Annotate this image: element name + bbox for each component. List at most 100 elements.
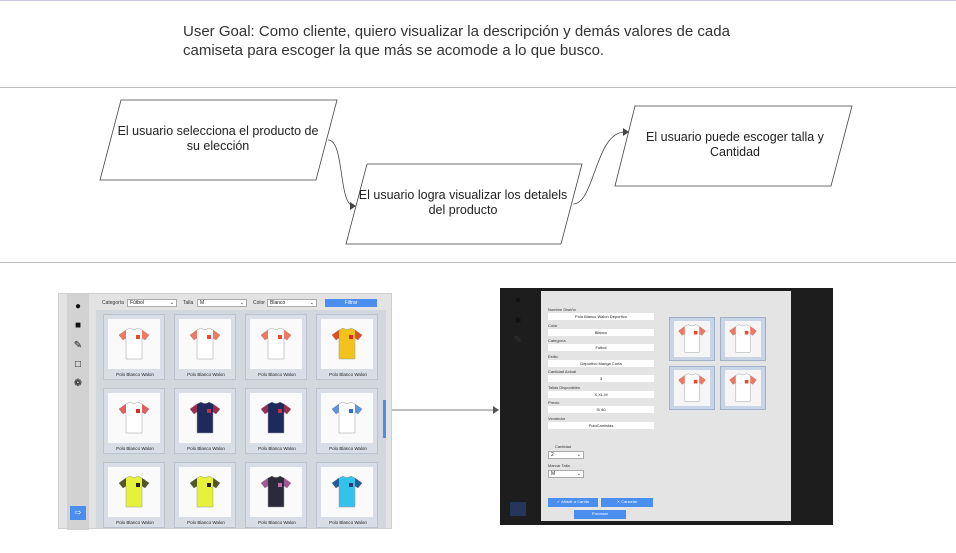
product-name: Polo Blanco Walon [329,520,367,525]
field-value: 3 [548,375,654,382]
product-card[interactable]: Polo Blanco Walon [245,462,307,528]
thumbnail-3[interactable] [669,366,715,410]
mockup-arrow [392,406,499,414]
jersey-icon [260,327,292,360]
product-image[interactable] [321,319,373,369]
shirt-icon[interactable]: ■ [74,320,82,331]
logout-icon[interactable]: ⇨ [70,506,86,520]
connector-2 [572,131,626,205]
field-value: Polo Blanco Walon Deportivo [548,313,654,320]
product-name: Polo Blanco Walon [258,520,296,525]
step2-text: El usuario logra visualizar los detalels… [358,188,568,217]
thumbnail-4[interactable] [720,366,766,410]
field-label: Precio [548,400,560,405]
cancel-button[interactable]: ✕ Cancelar [601,498,653,507]
product-image[interactable] [179,467,231,517]
product-card[interactable]: Polo Blanco Walon [174,462,236,528]
field-label: Cantidad Actual [548,369,577,374]
product-image[interactable] [108,393,160,443]
size-mark-label: Marcar Talla [548,463,570,468]
user-goal-line1: User Goal: Como cliente, quiero visualiz… [183,23,730,40]
field-label: Color [548,322,558,328]
field-value: Blanco [548,328,654,336]
product-name: Polo Blanco Walon [329,372,367,377]
category-select[interactable]: Fútbol⌄ [127,299,177,307]
field-label: Nombre Diseño [548,307,576,312]
step1-text: El usuario selecciona el producto de su … [117,124,319,153]
cart-icon[interactable]: □ [74,359,82,370]
filter-button[interactable]: Filtrar [325,299,377,307]
product-image[interactable] [108,319,160,369]
connector-1 [327,139,355,207]
product-image[interactable] [250,319,302,369]
top-border [0,0,956,1]
jersey-icon [260,475,292,508]
add-cart-button[interactable]: ✓ Añadir a Carrito [548,498,598,507]
product-card[interactable]: Polo Blanco Walon [174,314,236,380]
product-card[interactable]: Polo Blanco Walon [316,314,378,380]
quantity-select[interactable]: 2⌄ [548,451,584,459]
size-label: Talla [183,300,194,306]
product-image[interactable] [250,393,302,443]
product-image[interactable] [321,467,373,517]
palette-icon[interactable]: ❁ [73,378,83,389]
product-card[interactable]: Polo Blanco Walon [316,388,378,454]
jersey-icon [189,475,221,508]
product-image[interactable] [321,393,373,443]
product-name: Polo Blanco Walon [329,446,367,451]
field-value: X,XL,M [548,390,654,398]
jersey-icon [729,324,757,353]
jersey-icon [118,327,150,360]
jersey-icon [331,401,363,434]
product-card[interactable]: Polo Blanco Walon [245,388,307,454]
product-image[interactable] [179,319,231,369]
step2-shape [345,163,583,245]
product-card[interactable]: Polo Blanco Walon [174,388,236,454]
edit-icon[interactable]: ✎ [73,340,83,351]
jersey-icon [331,475,363,508]
shirt-icon[interactable]: ■ [514,315,522,326]
divider-bottom [0,262,956,263]
product-image[interactable] [179,393,231,443]
user-goal-line2: camiseta para escoger la que más se acom… [183,42,605,59]
jersey-icon [331,327,363,360]
thumbnail-2[interactable] [720,317,766,361]
step3-text: El usuario puede escoger talla y Cantida… [646,130,824,159]
field-label: Vendedor [548,415,566,421]
product-name: Polo Blanco Walon [116,520,154,525]
category-label: Categoría [102,300,124,306]
divider-top [0,87,956,88]
color-select[interactable]: Blanco⌄ [267,299,317,307]
thumbnail-1[interactable] [669,317,715,361]
catalog-sidebar: ● ■ ✎ □ ❁ ⇨ [67,294,89,530]
process-button[interactable]: Procesar [574,510,626,519]
jersey-icon [118,475,150,508]
field-label: Tallas Disponibles [548,384,581,390]
catalog-mockup: ● ■ ✎ □ ❁ ⇨ Categoría Fútbol⌄ Talla M⌄ C… [58,293,392,530]
product-card[interactable]: Polo Blanco Walon [245,314,307,380]
flow-diagram [99,99,853,245]
logout-icon[interactable] [510,502,526,516]
product-name: Polo Blanco Walon [258,446,296,451]
edit-icon[interactable]: ✎ [513,335,523,346]
product-card[interactable]: Polo Blanco Walon [316,462,378,528]
jersey-icon [260,401,292,434]
product-image[interactable] [250,467,302,517]
product-card[interactable]: Polo Blanco Walon [103,462,165,528]
jersey-icon [678,324,706,353]
user-icon[interactable]: ● [74,301,82,312]
product-card[interactable]: Polo Blanco Walon [103,314,165,380]
catalog-scrollbar[interactable] [383,400,386,438]
user-icon[interactable]: ● [514,295,522,306]
product-name: Polo Blanco Walon [187,520,225,525]
product-image[interactable] [108,467,160,517]
product-name: Polo Blanco Walon [116,372,154,377]
jersey-icon [189,327,221,360]
size-select[interactable]: M⌄ [197,299,247,307]
product-card[interactable]: Polo Blanco Walon [103,388,165,454]
quantity-label: Cantidad [555,444,572,449]
size-mark-select[interactable]: M⌄ [548,470,584,478]
